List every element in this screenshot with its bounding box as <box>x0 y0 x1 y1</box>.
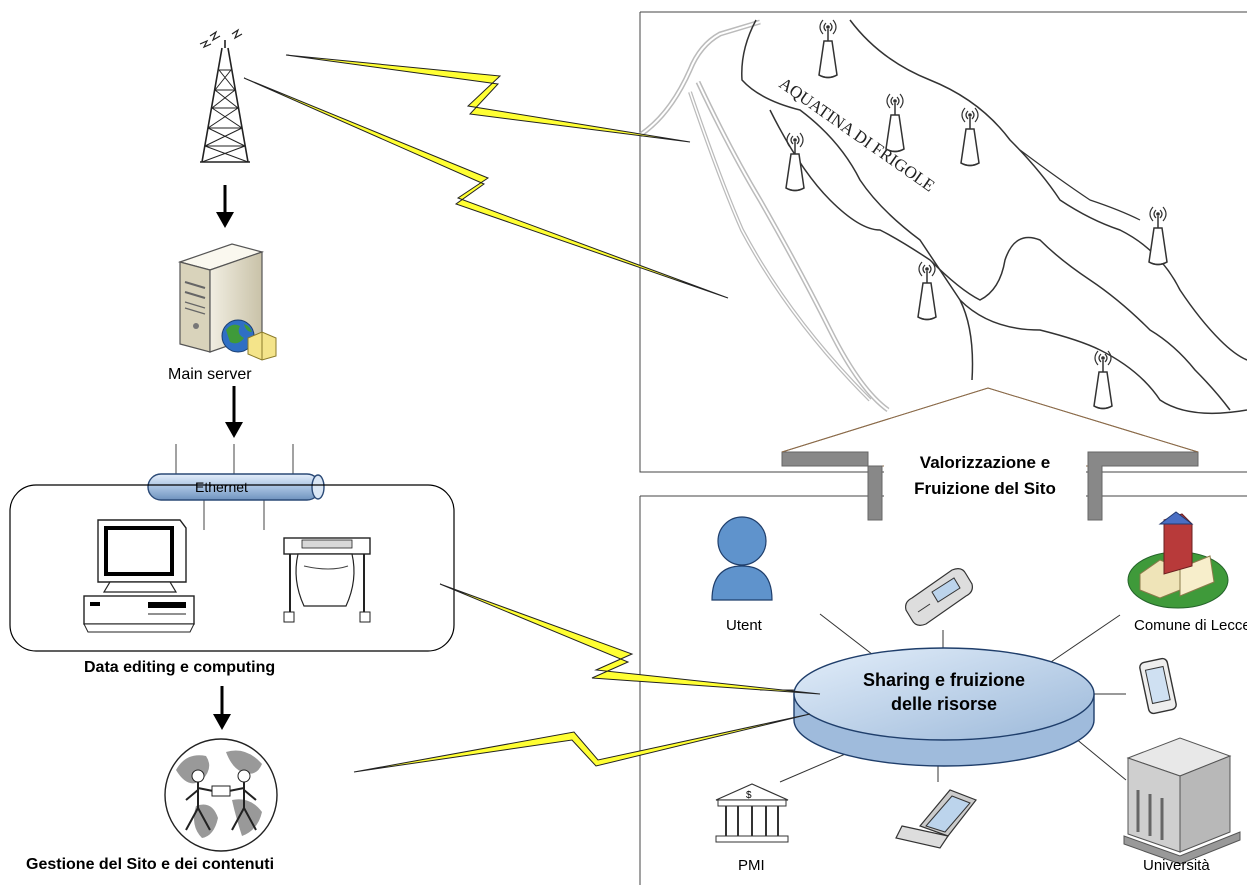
sharing-disk: Sharing e fruizione delle risorse <box>793 647 1095 767</box>
arrow-data-gestione <box>213 686 231 730</box>
lightning-data-disk <box>439 583 821 695</box>
sensor-antenna-icon <box>885 93 905 153</box>
valorizzazione-label-2: Fruizione del Sito <box>914 479 1056 498</box>
valorizzazione-arrow: Valorizzazione e Fruizione del Sito <box>781 387 1199 521</box>
lightning-tower-map-lower <box>243 77 729 299</box>
utenti-label: Utent <box>726 617 763 634</box>
mobile-phone-icon <box>905 568 973 626</box>
data-editing-label: Data editing e computing <box>84 659 275 676</box>
sharing-label-1: Sharing e fruizione <box>863 670 1025 690</box>
universita-label: Università <box>1143 857 1210 874</box>
server-icon <box>177 243 265 353</box>
pmi-symbol: $ <box>746 790 752 801</box>
arrow-server-ethernet <box>225 386 243 438</box>
sensor-antenna-icon <box>1093 350 1113 410</box>
lightning-tower-map-upper <box>285 54 691 143</box>
arrow-tower-server <box>216 185 234 228</box>
sensor-antenna-icon <box>917 261 937 321</box>
sensor-antenna-icon <box>1148 206 1168 266</box>
sensor-antenna-icon <box>785 132 805 192</box>
radio-tower-icon <box>199 28 250 163</box>
desktop-computer-icon <box>83 519 195 633</box>
user-icon <box>711 516 773 601</box>
lightning-connectors <box>243 54 821 773</box>
university-building-icon <box>1123 737 1241 865</box>
gestione-label: Gestione del Sito e dei contenuti <box>26 856 274 873</box>
lightning-gestione-disk <box>353 713 811 773</box>
bank-icon: $ <box>715 783 789 843</box>
ethernet-label: Ethernet <box>195 479 248 495</box>
plotter-icon <box>283 537 371 623</box>
laptop-icon <box>895 789 977 849</box>
data-editing-group <box>9 484 455 652</box>
sensor-antenna-icon <box>818 19 838 79</box>
ethernet-bus: Ethernet <box>147 444 325 530</box>
valorizzazione-label-1: Valorizzazione e <box>920 453 1050 472</box>
sharing-label-2: delle risorse <box>891 694 997 714</box>
tablet-icon <box>1139 657 1177 715</box>
people-globe-icon <box>164 738 278 852</box>
city-hall-icon <box>1127 511 1229 609</box>
globe-icon <box>221 319 277 361</box>
main-server-label: Main server <box>168 366 252 383</box>
sensor-antenna-icon <box>960 107 980 167</box>
comune-label: Comune di Lecce <box>1134 617 1247 634</box>
pmi-label: PMI <box>738 857 765 874</box>
